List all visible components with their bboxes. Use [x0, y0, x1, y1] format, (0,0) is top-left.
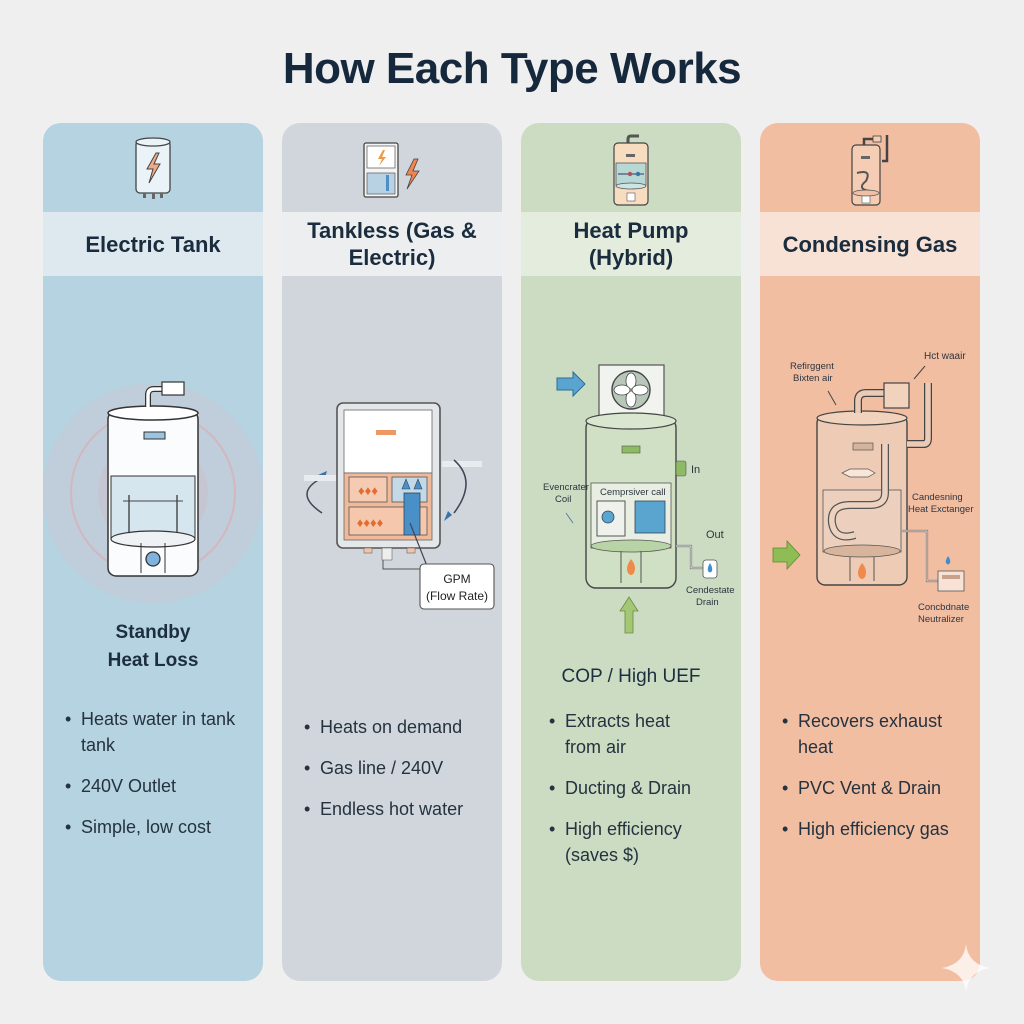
feature-item: High efficiency gas [782, 816, 978, 842]
feature-item: Gas line / 240V [304, 755, 500, 781]
card-tankless: Tankless (Gas & Electric) ♦♦♦ ♦♦♦♦ GPM (… [282, 123, 502, 981]
cop-uef-label: COP / High UEF [561, 666, 701, 687]
feature-item: Simple, low cost [65, 814, 261, 840]
label-hot-air: Hct waair [924, 351, 966, 362]
svg-text:Bixten air: Bixten air [793, 373, 833, 384]
label-refrigerant: Refirggent [790, 361, 834, 372]
feature-item: PVC Vent & Drain [782, 775, 978, 801]
feature-item: Heats on demand [304, 714, 500, 740]
electric-tank-illustration [43, 381, 263, 603]
feature-list: Recovers exhaust heat PVC Vent & Drain H… [782, 708, 978, 857]
heat-pump-icon [613, 134, 649, 206]
card-title: Condensing Gas [760, 212, 980, 276]
electric-tank-icon [135, 137, 171, 199]
callout-gpm: GPM [443, 572, 470, 586]
feature-item: Extracts heat from air [549, 708, 685, 760]
standby-heat-loss-label: Standby Heat Loss [107, 622, 199, 671]
card-title: Tankless (Gas & Electric) [282, 212, 502, 276]
svg-text:Heat Exctanger: Heat Exctanger [908, 504, 973, 515]
svg-text:♦♦♦♦: ♦♦♦♦ [357, 515, 384, 530]
label-compressor: Cemprsiver call [600, 487, 665, 498]
feature-list: Heats on demand Gas line / 240V Endless … [304, 714, 500, 837]
svg-text:Coil: Coil [555, 494, 571, 505]
feature-list: Extracts heat from air Ducting & Drain H… [549, 708, 709, 883]
feature-item: Heats water in tank tank [65, 706, 239, 758]
condensing-gas-icon [851, 135, 889, 206]
label-heat-exchanger: Candesning [912, 492, 963, 503]
tankless-heater-icon [363, 142, 420, 198]
callout-flow-rate: (Flow Rate) [426, 589, 488, 603]
card-title: Electric Tank [43, 212, 263, 276]
card-condensing-gas: Condensing Gas Refirggent Bixten air Hct… [760, 123, 980, 981]
feature-item: High efficiency (saves $) [549, 816, 693, 868]
card-electric-tank: Electric Tank Standby Heat Loss Heats wa… [43, 123, 263, 981]
label-evaporator-coil: Evencrater [543, 482, 589, 493]
card-title: Heat Pump (Hybrid) [521, 212, 741, 276]
feature-item: Endless hot water [304, 796, 500, 822]
heat-pump-illustration: Evencrater Coil Cemprsiver call In Out C… [543, 364, 735, 634]
svg-text:Drain: Drain [696, 597, 719, 608]
feature-item: Ducting & Drain [549, 775, 709, 801]
tankless-illustration: ♦♦♦ ♦♦♦♦ GPM (Flow Rate) [304, 402, 495, 610]
feature-list: Heats water in tank tank 240V Outlet Sim… [65, 706, 261, 855]
card-heat-pump: Heat Pump (Hybrid) Evencrater Coil Cempr… [521, 123, 741, 981]
label-out: Out [706, 529, 724, 541]
svg-text:Neutralizer: Neutralizer [918, 614, 964, 625]
label-condensate-drain: Cendestate [686, 585, 735, 596]
feature-item: Recovers exhaust heat [782, 708, 958, 760]
label-in: In [691, 464, 700, 476]
sparkle-icon [942, 944, 990, 992]
feature-item: 240V Outlet [65, 773, 261, 799]
condensing-gas-illustration: Refirggent Bixten air Hct waair Candesni… [772, 351, 973, 625]
label-condensate-neutralizer: Concbdnate [918, 602, 969, 613]
page-title: How Each Type Works [282, 44, 742, 93]
svg-text:♦♦♦: ♦♦♦ [358, 483, 378, 498]
